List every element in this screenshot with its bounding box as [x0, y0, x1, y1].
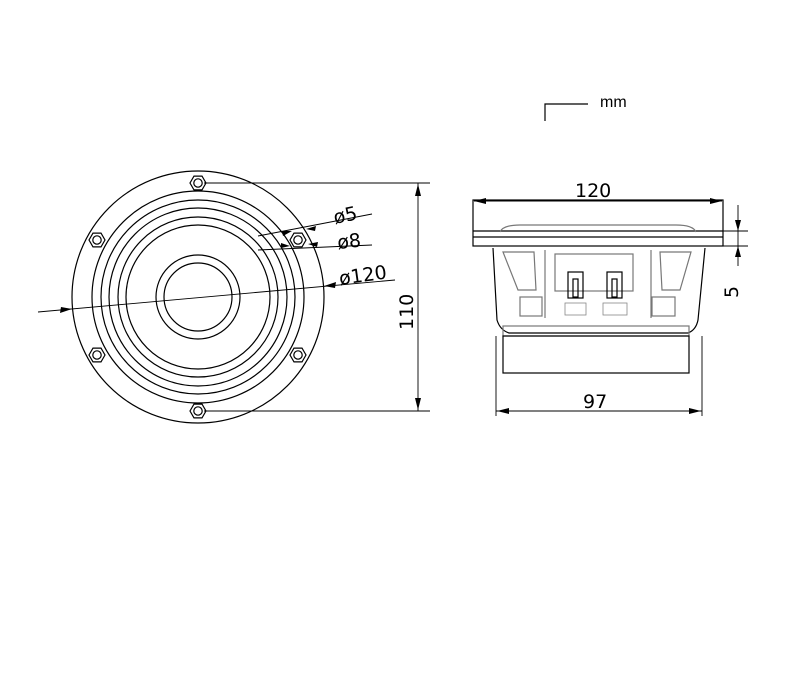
mounting-hole: [289, 232, 307, 248]
basket-window: [502, 251, 537, 291]
basket-window: [659, 251, 692, 291]
mounting-holes: [88, 175, 307, 419]
unit-indicator-mark: [544, 103, 588, 121]
hole-leader-line: [257, 213, 373, 237]
mounting-hole: [88, 232, 106, 248]
terminal-pin: [611, 278, 618, 298]
terminal-block: [554, 253, 634, 316]
terminal-plus: [567, 271, 584, 299]
surround-mid-circle: [108, 207, 288, 387]
magnet-top-plate: [502, 325, 690, 337]
terminal-minus: [606, 271, 623, 299]
flange-thickness-label: 5: [721, 286, 743, 298]
hole-dimension-leaders: [257, 213, 373, 251]
dust-cap-outer-circle: [155, 254, 241, 340]
basket-window: [651, 296, 676, 317]
frame-flange: [472, 199, 724, 247]
frame-width-dimension: 120: [474, 180, 722, 204]
mounting-hole: [189, 403, 207, 419]
flange-thickness-dimension: 5: [721, 205, 748, 298]
height-label: 110: [396, 294, 418, 330]
unit-label: mm: [600, 94, 627, 111]
basket-window: [519, 296, 543, 317]
surround-inner-circle: [117, 216, 279, 378]
front-view: ø5 ø8 ø120 110: [37, 170, 430, 424]
hole-outer-diameter-label: ø8: [336, 230, 362, 254]
surround-profile: [499, 224, 697, 233]
terminal-lug: [564, 302, 587, 316]
side-view: 120 5 97: [472, 180, 748, 416]
mounting-hole: [289, 347, 307, 363]
terminal-housing: [554, 253, 634, 292]
terminal-lug: [602, 302, 628, 316]
height-dimension: 110: [204, 182, 430, 412]
surround-outer-circle: [100, 199, 296, 395]
terminal-pin: [572, 278, 579, 298]
hole-inner-diameter-label: ø5: [331, 202, 359, 228]
frame-diameter-label: ø120: [338, 262, 388, 290]
mounting-hole: [189, 175, 207, 191]
diameter-line: [37, 279, 396, 313]
magnet-width-dimension: 97: [495, 336, 703, 416]
hole-leader-line: [257, 244, 373, 251]
magnet-width-label: 97: [583, 391, 607, 413]
diameter-dimension-line: [37, 279, 396, 313]
unit-indicator: mm: [544, 94, 627, 121]
frame-width-label: 120: [575, 180, 611, 202]
cone-circle: [125, 224, 271, 370]
magnet-assembly: [502, 325, 690, 374]
frame-outer-circle: [71, 170, 325, 424]
frame-inner-circle: [91, 190, 305, 404]
magnet: [502, 335, 690, 374]
dust-cap-inner-circle: [163, 262, 233, 332]
basket-outline: [492, 247, 706, 334]
mounting-hole: [88, 347, 106, 363]
